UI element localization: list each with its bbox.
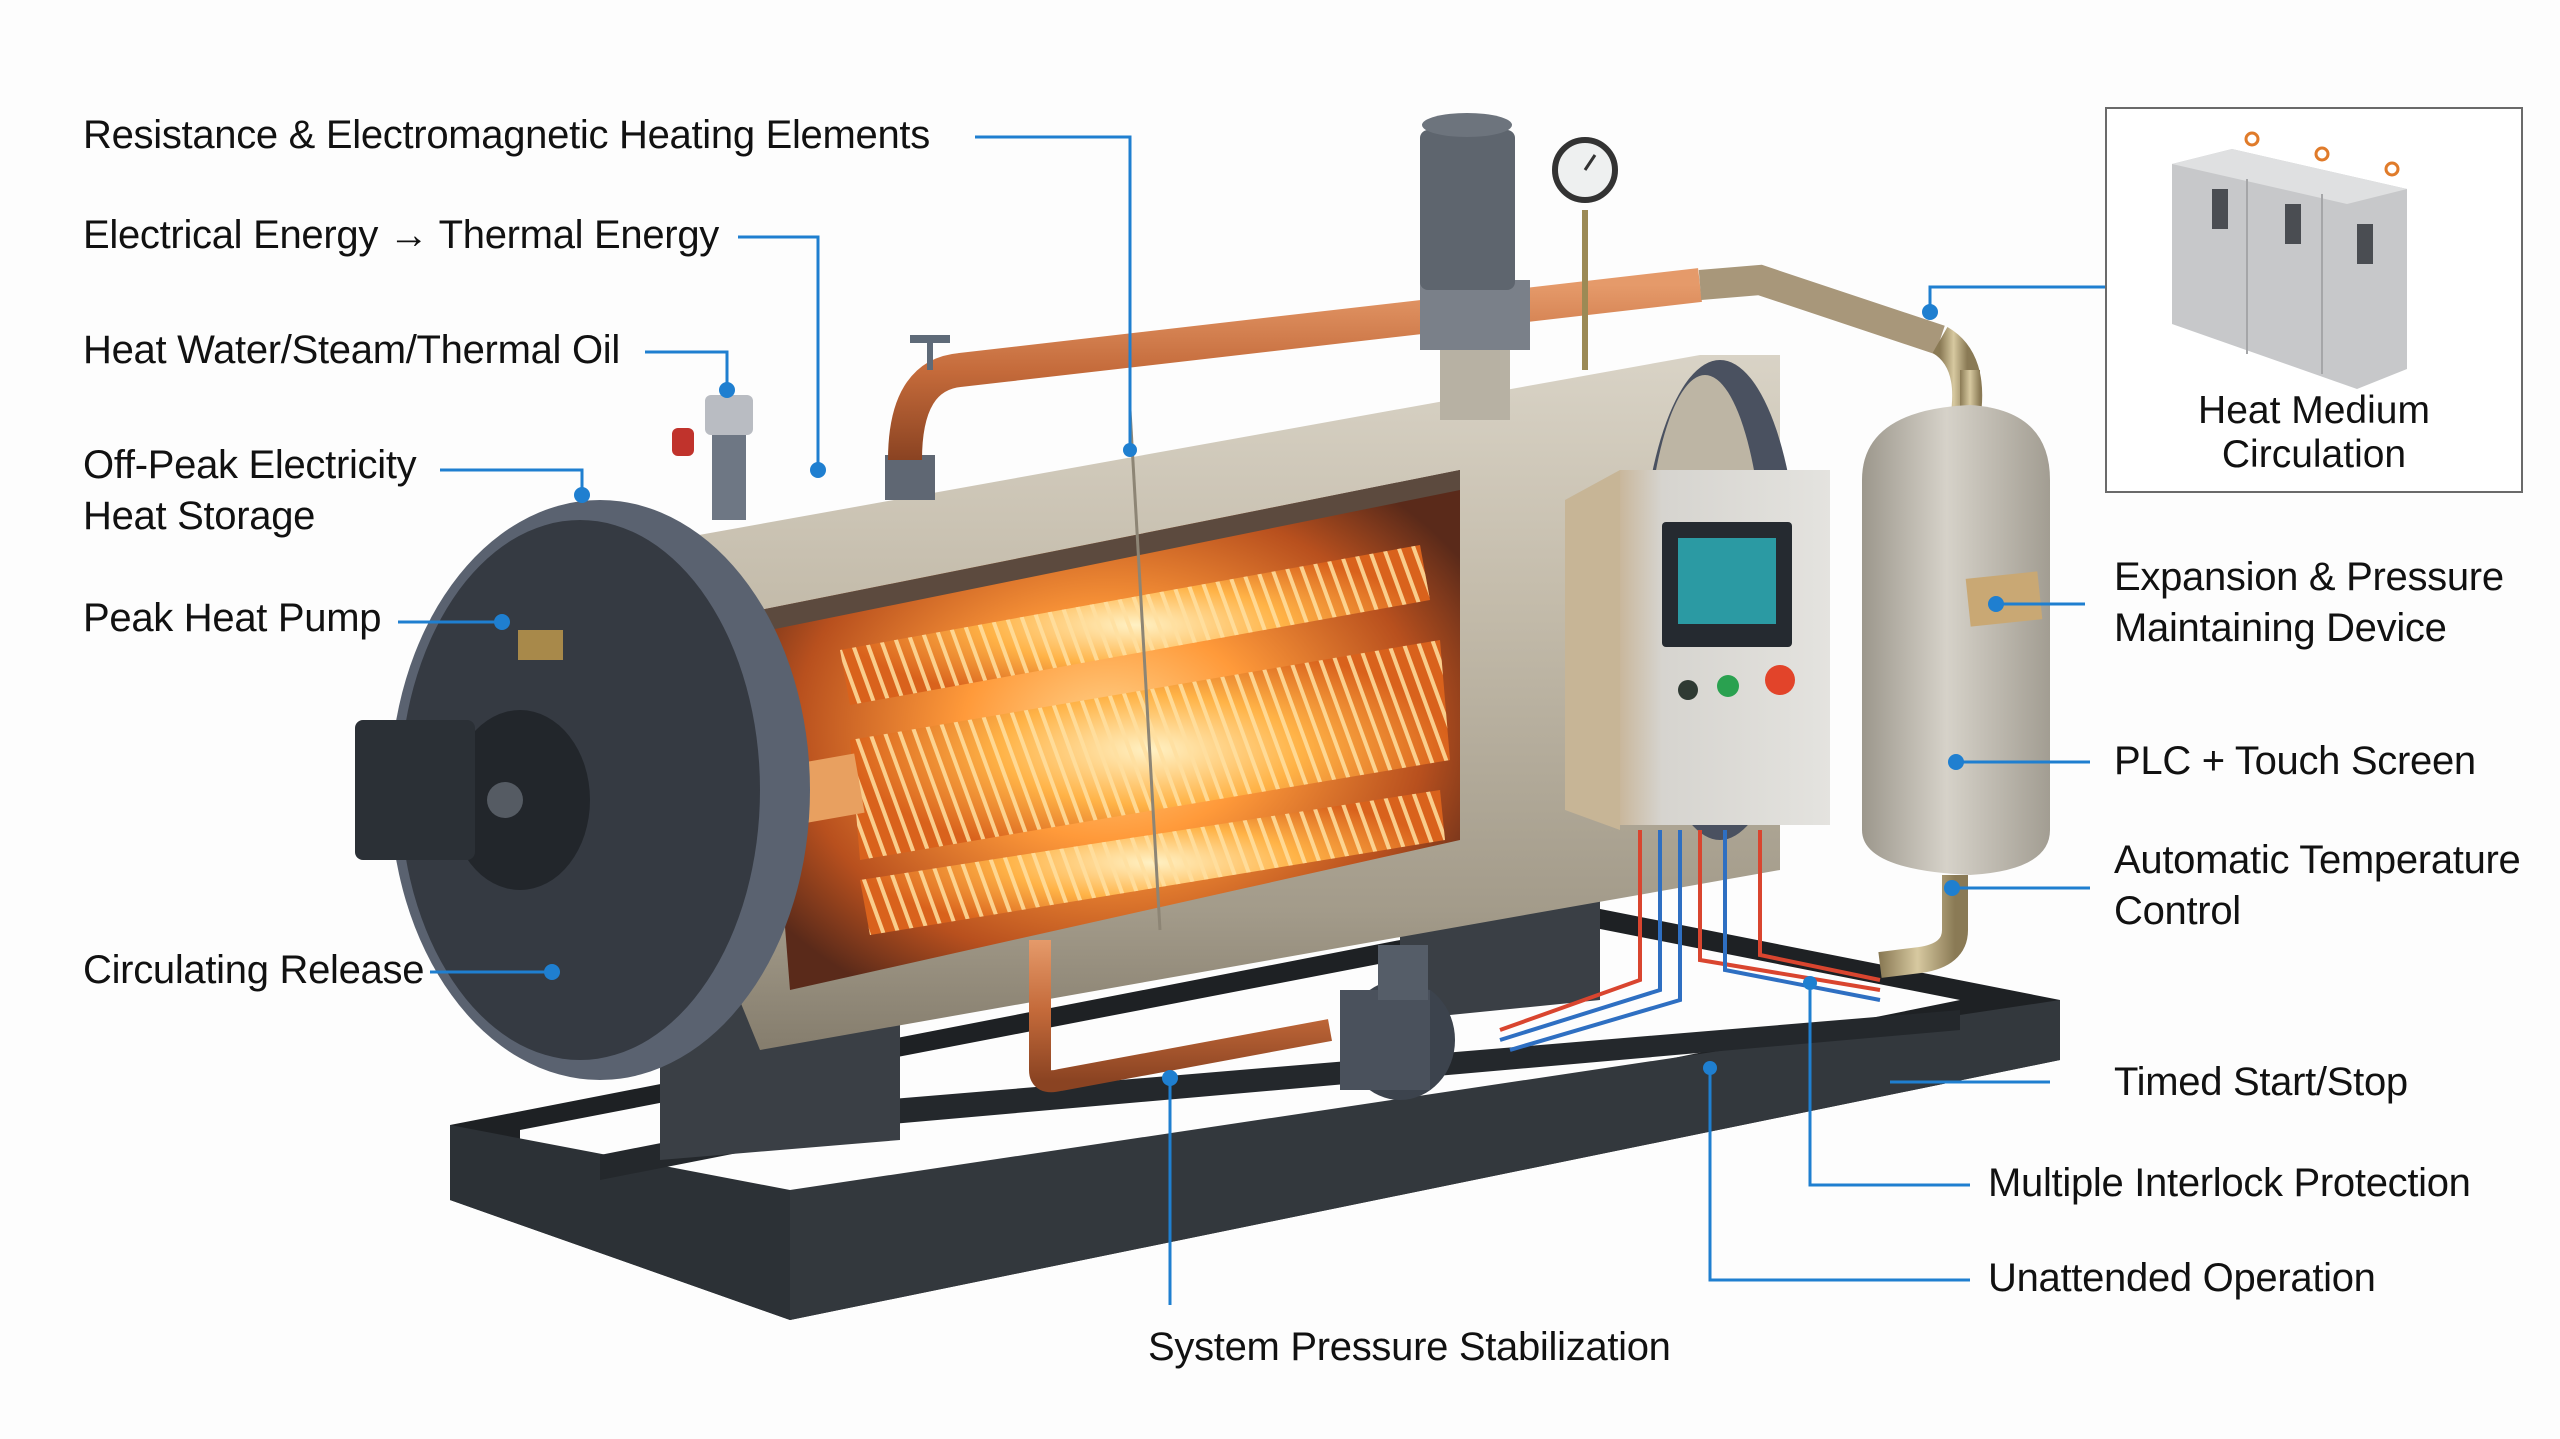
label-off-peak-line2: Heat Storage	[83, 494, 316, 538]
base-frame	[450, 905, 2060, 1320]
label-auto-temp-line2: Control	[2114, 889, 2241, 933]
label-off-peak-line1: Off-Peak Electricity	[83, 443, 417, 487]
label-heat-media: Heat Water/Steam/Thermal Oil	[83, 328, 620, 372]
label-unattended-operation: Unattended Operation	[1988, 1256, 2376, 1300]
circulation-pump	[1029, 940, 1455, 1100]
label-energy-conversion: Electrical Energy → Thermal Energy	[83, 213, 719, 257]
label-timed-start-stop: Timed Start/Stop	[2114, 1060, 2408, 1104]
inset-title: Heat Medium Circulation	[2198, 389, 2430, 476]
label-peak-heat-pump: Peak Heat Pump	[83, 596, 382, 640]
label-plc-touch-screen: PLC + Touch Screen	[2114, 739, 2476, 783]
label-expansion-line1: Expansion & Pressure	[2114, 555, 2504, 599]
leader-lines	[398, 135, 2150, 1305]
cabinet-units-icon	[2172, 131, 2407, 389]
end-cap	[355, 500, 810, 1080]
label-system-pressure-stabilization: System Pressure Stabilization	[1148, 1325, 1671, 1369]
label-auto-temp-line1: Automatic Temperature	[2114, 838, 2521, 882]
label-off-peak-storage: Off-Peak Electricity Heat Storage	[83, 440, 417, 542]
label-auto-temp-control: Automatic Temperature Control	[2114, 835, 2521, 937]
label-expansion-line2: Maintaining Device	[2114, 606, 2447, 650]
label-expansion-device: Expansion & Pressure Maintaining Device	[2114, 552, 2504, 654]
label-circulating-release: Circulating Release	[83, 948, 425, 992]
expansion-tank	[1862, 370, 2050, 978]
top-fittings	[672, 113, 1983, 520]
control-panel	[1499, 470, 1881, 1052]
label-resistance-heating-elements: Resistance & Electromagnetic Heating Ele…	[83, 113, 930, 157]
label-interlock-protection: Multiple Interlock Protection	[1988, 1161, 2471, 1205]
heat-medium-circulation-inset: Heat Medium Circulation	[2105, 107, 2523, 493]
leader-dots	[494, 279, 2164, 1086]
